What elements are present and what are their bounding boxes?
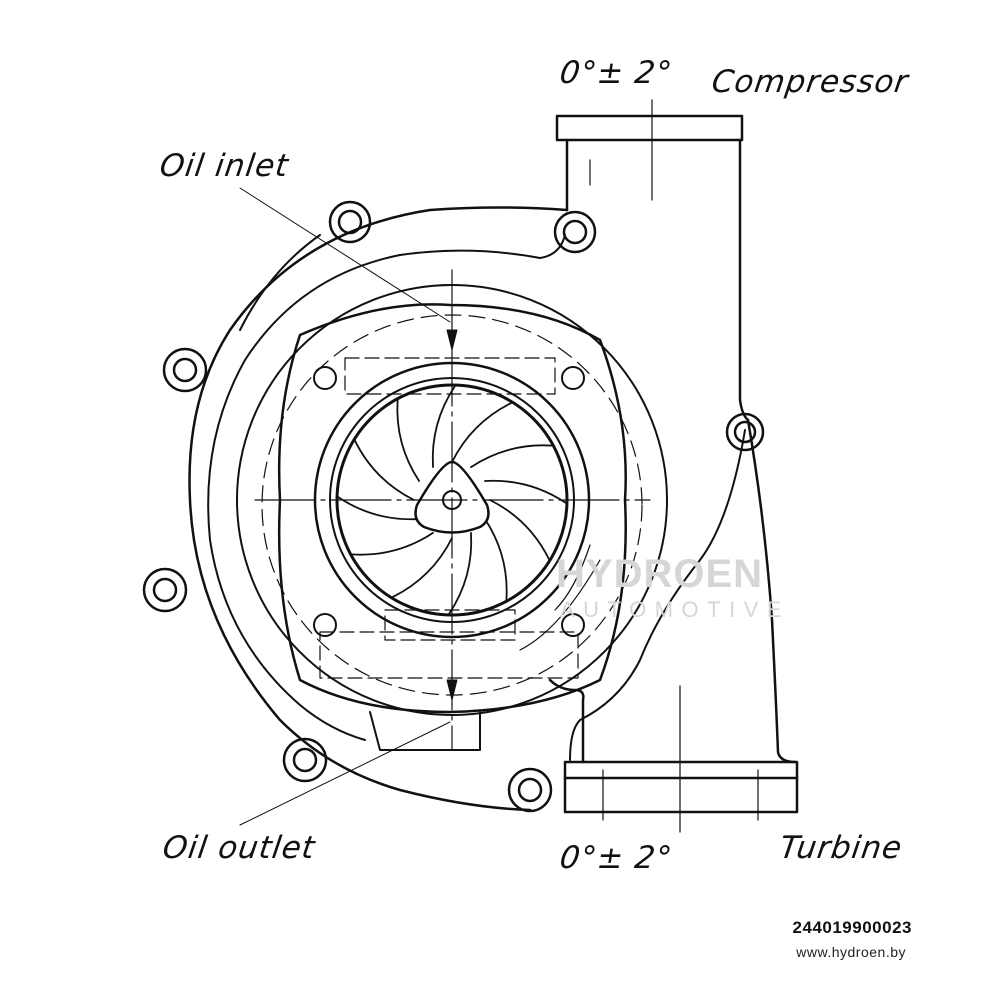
compressor-label: Compressor: [709, 64, 911, 100]
turbine-centerline: [602, 685, 759, 833]
impeller-blade: [353, 439, 415, 501]
turbine-label: Turbine: [777, 830, 905, 866]
angle-tolerance-top: 0°± 2°: [557, 55, 675, 91]
oil-inlet-leader: [239, 187, 451, 323]
impeller-blade: [484, 479, 567, 504]
impeller-blade: [337, 496, 420, 521]
impeller-blade: [489, 499, 551, 561]
impeller-blade: [451, 401, 513, 463]
oil-inlet-label: Oil inlet: [157, 148, 292, 184]
impeller-blade: [431, 385, 456, 468]
part-number: 244019900023: [792, 918, 912, 937]
angle-tolerance-bottom: 0°± 2°: [557, 840, 675, 876]
impeller-blades: [337, 385, 567, 615]
impeller-blade: [396, 398, 420, 482]
impeller-blade: [470, 444, 554, 468]
impeller-blade: [350, 532, 434, 556]
impeller-blade: [448, 532, 473, 615]
compressor-centerline: [589, 99, 653, 201]
compressor-outlet: [555, 114, 750, 422]
turbine-flange: [548, 678, 799, 814]
impeller-blade: [391, 537, 453, 599]
oil-outlet-label: Oil outlet: [160, 830, 318, 866]
mount-holes: [313, 366, 585, 637]
bolt-lugs: [142, 200, 765, 813]
watermark-sub: AUTOMOTIVE: [560, 597, 791, 622]
impeller-blade: [484, 518, 508, 602]
watermark-brand: HYDROEN: [556, 552, 764, 596]
website-url: www.hydroen.by: [796, 944, 906, 960]
compressor-volute: [188, 206, 797, 812]
oil-outlet-leader: [239, 721, 451, 826]
backplate: [277, 303, 627, 714]
